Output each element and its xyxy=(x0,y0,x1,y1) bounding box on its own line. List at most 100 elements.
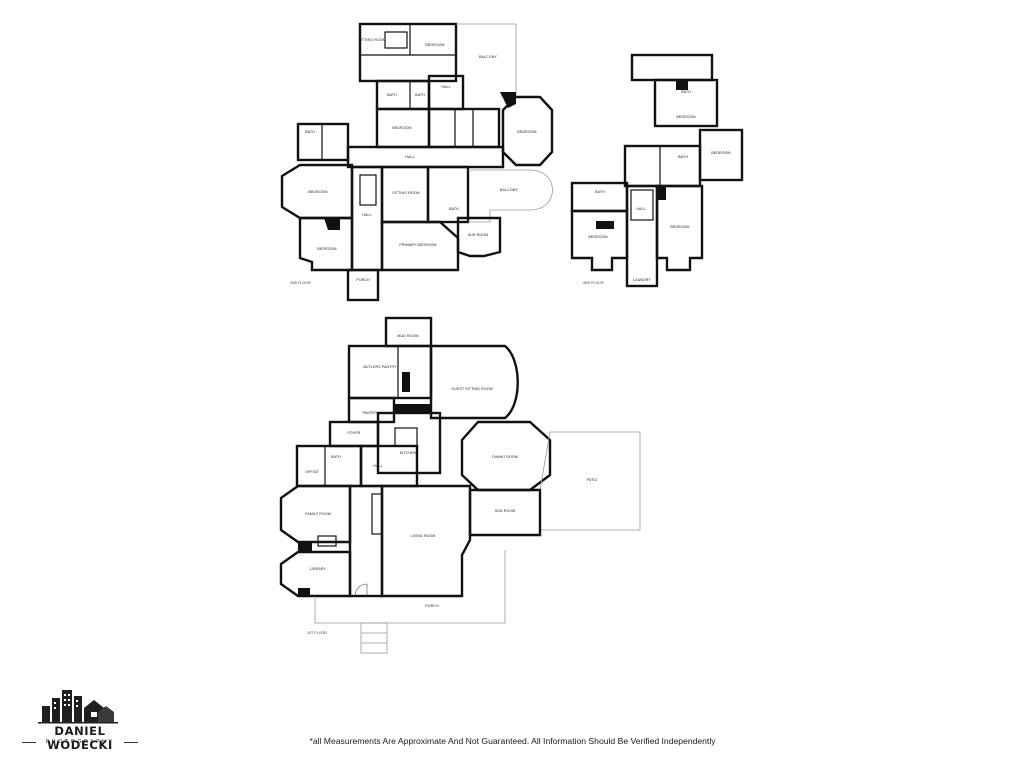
wall-3f-fireplace xyxy=(596,221,614,229)
room-label: PATIO xyxy=(587,478,598,482)
room-label: LIVING ROOM xyxy=(410,534,435,538)
stairs-2f xyxy=(359,174,377,206)
wall-1f-living xyxy=(380,484,472,598)
room-label: BEDROOM xyxy=(425,43,444,47)
wall-1f-chimney xyxy=(298,542,312,552)
wall-2f-chimney xyxy=(500,92,516,108)
room-label: FAMILY ROOM xyxy=(305,512,331,516)
room-label: GUEST SITTING ROOM xyxy=(451,387,492,391)
porch-outline-1f xyxy=(314,550,506,624)
wall-3f-bedroom-d xyxy=(655,184,704,272)
wall-1f-butlers xyxy=(347,344,433,400)
room-label: SITTING ROOM xyxy=(392,191,420,195)
wall-2f-porch xyxy=(346,268,380,302)
wall-2f-chimney-west xyxy=(324,218,340,230)
front-door-swing xyxy=(354,583,368,597)
logo-rule-right xyxy=(124,742,138,743)
room-label: BATH xyxy=(305,130,315,134)
room-label: BEDROOM xyxy=(308,190,327,194)
wall-3f-bedroom-c xyxy=(570,209,629,272)
room-label: PANTRY xyxy=(363,411,378,415)
wall-2f-bedroom-sw xyxy=(298,216,354,272)
room-label: BATH xyxy=(678,155,688,159)
disclaimer-text: *all Measurements Are Approximate And No… xyxy=(309,736,716,746)
room-label: BEDROOM xyxy=(588,235,607,239)
room-label: BEDROOM xyxy=(317,247,336,251)
room-label: BALCONY xyxy=(479,55,497,59)
room-label: PORCH xyxy=(425,604,439,608)
buildings-skyline-icon xyxy=(38,690,118,724)
room-label: HALL xyxy=(373,464,382,468)
room-label: BEDROOM xyxy=(711,151,730,155)
wall-2f-left-baths xyxy=(296,122,350,162)
wall-1f-library xyxy=(279,550,352,598)
wall-1f-office-bath xyxy=(295,444,363,488)
wall-3f-chimney-2 xyxy=(658,186,666,200)
room-label: LIBRARY xyxy=(310,567,327,571)
room-label: KITCHEN xyxy=(400,451,417,455)
wall-2f-sunroom xyxy=(456,216,502,258)
balcony-outline-2f xyxy=(456,23,517,97)
wall-1f-pantry-hall xyxy=(347,396,396,424)
room-label: HALL xyxy=(441,85,450,89)
room-label: PRIMARY BEDROOM xyxy=(399,243,436,247)
wall-1f-sunroom xyxy=(468,488,542,537)
wall-2f-bath-d xyxy=(426,165,470,224)
room-label: BEDROOM xyxy=(392,126,411,130)
room-label: LAUNDRY xyxy=(633,278,651,282)
room-label: BATH xyxy=(415,93,425,97)
brand-name: DANIEL WODECKI xyxy=(47,724,113,752)
wall-1f-pillar xyxy=(402,372,410,392)
wall-1f-guest-sitting xyxy=(429,344,519,420)
wall-2f-closet xyxy=(384,31,408,49)
room-label: BEDROOM xyxy=(670,225,689,229)
third-floor-plan: BEDROOM BATH BEDROOM BATH BATH HALL BEDR… xyxy=(570,53,744,288)
wall-1f-chimney-2 xyxy=(298,588,310,596)
wall-2f-closets xyxy=(427,107,501,149)
floor-label-2nd: 2ND FLOOR xyxy=(290,281,311,285)
wall-1f-foyer xyxy=(348,484,384,598)
room-label: BALCONY xyxy=(500,188,518,192)
wall-2f-hall-column xyxy=(350,165,384,272)
wall-1f-mudroom xyxy=(384,316,433,348)
wall-3f-top xyxy=(630,53,714,82)
room-label: HALL xyxy=(636,207,645,211)
room-label: SUN ROOM xyxy=(495,509,516,513)
room-label: FOYER xyxy=(348,431,361,435)
stairs-3f xyxy=(630,189,654,221)
wall-1f-beam xyxy=(394,404,430,413)
balcony-outline-2f-mid xyxy=(468,169,553,223)
wall-3f-bath-a xyxy=(570,181,629,213)
wall-2f-primary xyxy=(380,220,460,272)
room-label: HALL xyxy=(405,155,414,159)
wall-2f-top-block xyxy=(358,22,458,83)
room-label: PORCH xyxy=(356,278,370,282)
room-label: BATH xyxy=(387,93,397,97)
wall-2f-octagon xyxy=(501,95,554,167)
wall-3f-chimney xyxy=(676,80,688,90)
first-floor-plan: MUD ROOM BUTLERS PANTRY GUEST SITTING RO… xyxy=(279,316,641,654)
room-label: BATH xyxy=(331,455,341,459)
patio-outline-1f xyxy=(539,431,641,531)
room-label: SUN ROOM xyxy=(468,233,489,237)
logo-rule-left xyxy=(22,742,36,743)
room-label: DINING ROOM xyxy=(492,455,518,459)
wall-3f-baths xyxy=(623,144,702,188)
porch-steps xyxy=(360,622,388,654)
second-floor-plan: SITTING ROOM BEDROOM BALCONY BATH HALL B… xyxy=(280,22,554,302)
room-label: MUD ROOM xyxy=(397,334,418,338)
room-label: BATH xyxy=(449,207,459,211)
kitchen-island xyxy=(394,427,418,447)
fireplace-1f xyxy=(317,535,337,547)
room-label: BEDROOM xyxy=(676,115,695,119)
room-label: BATH xyxy=(595,190,605,194)
stairs-1f xyxy=(371,493,383,535)
room-label: HALL xyxy=(362,213,371,217)
room-label: BEDROOM xyxy=(517,130,536,134)
floor-label-1st: 1ST FLOOR xyxy=(307,631,327,635)
wall-2f-corridor xyxy=(346,145,505,169)
room-label: SITTING ROOM xyxy=(358,38,386,42)
room-label: BATH xyxy=(681,90,691,94)
room-label: OFFICE xyxy=(305,470,319,474)
